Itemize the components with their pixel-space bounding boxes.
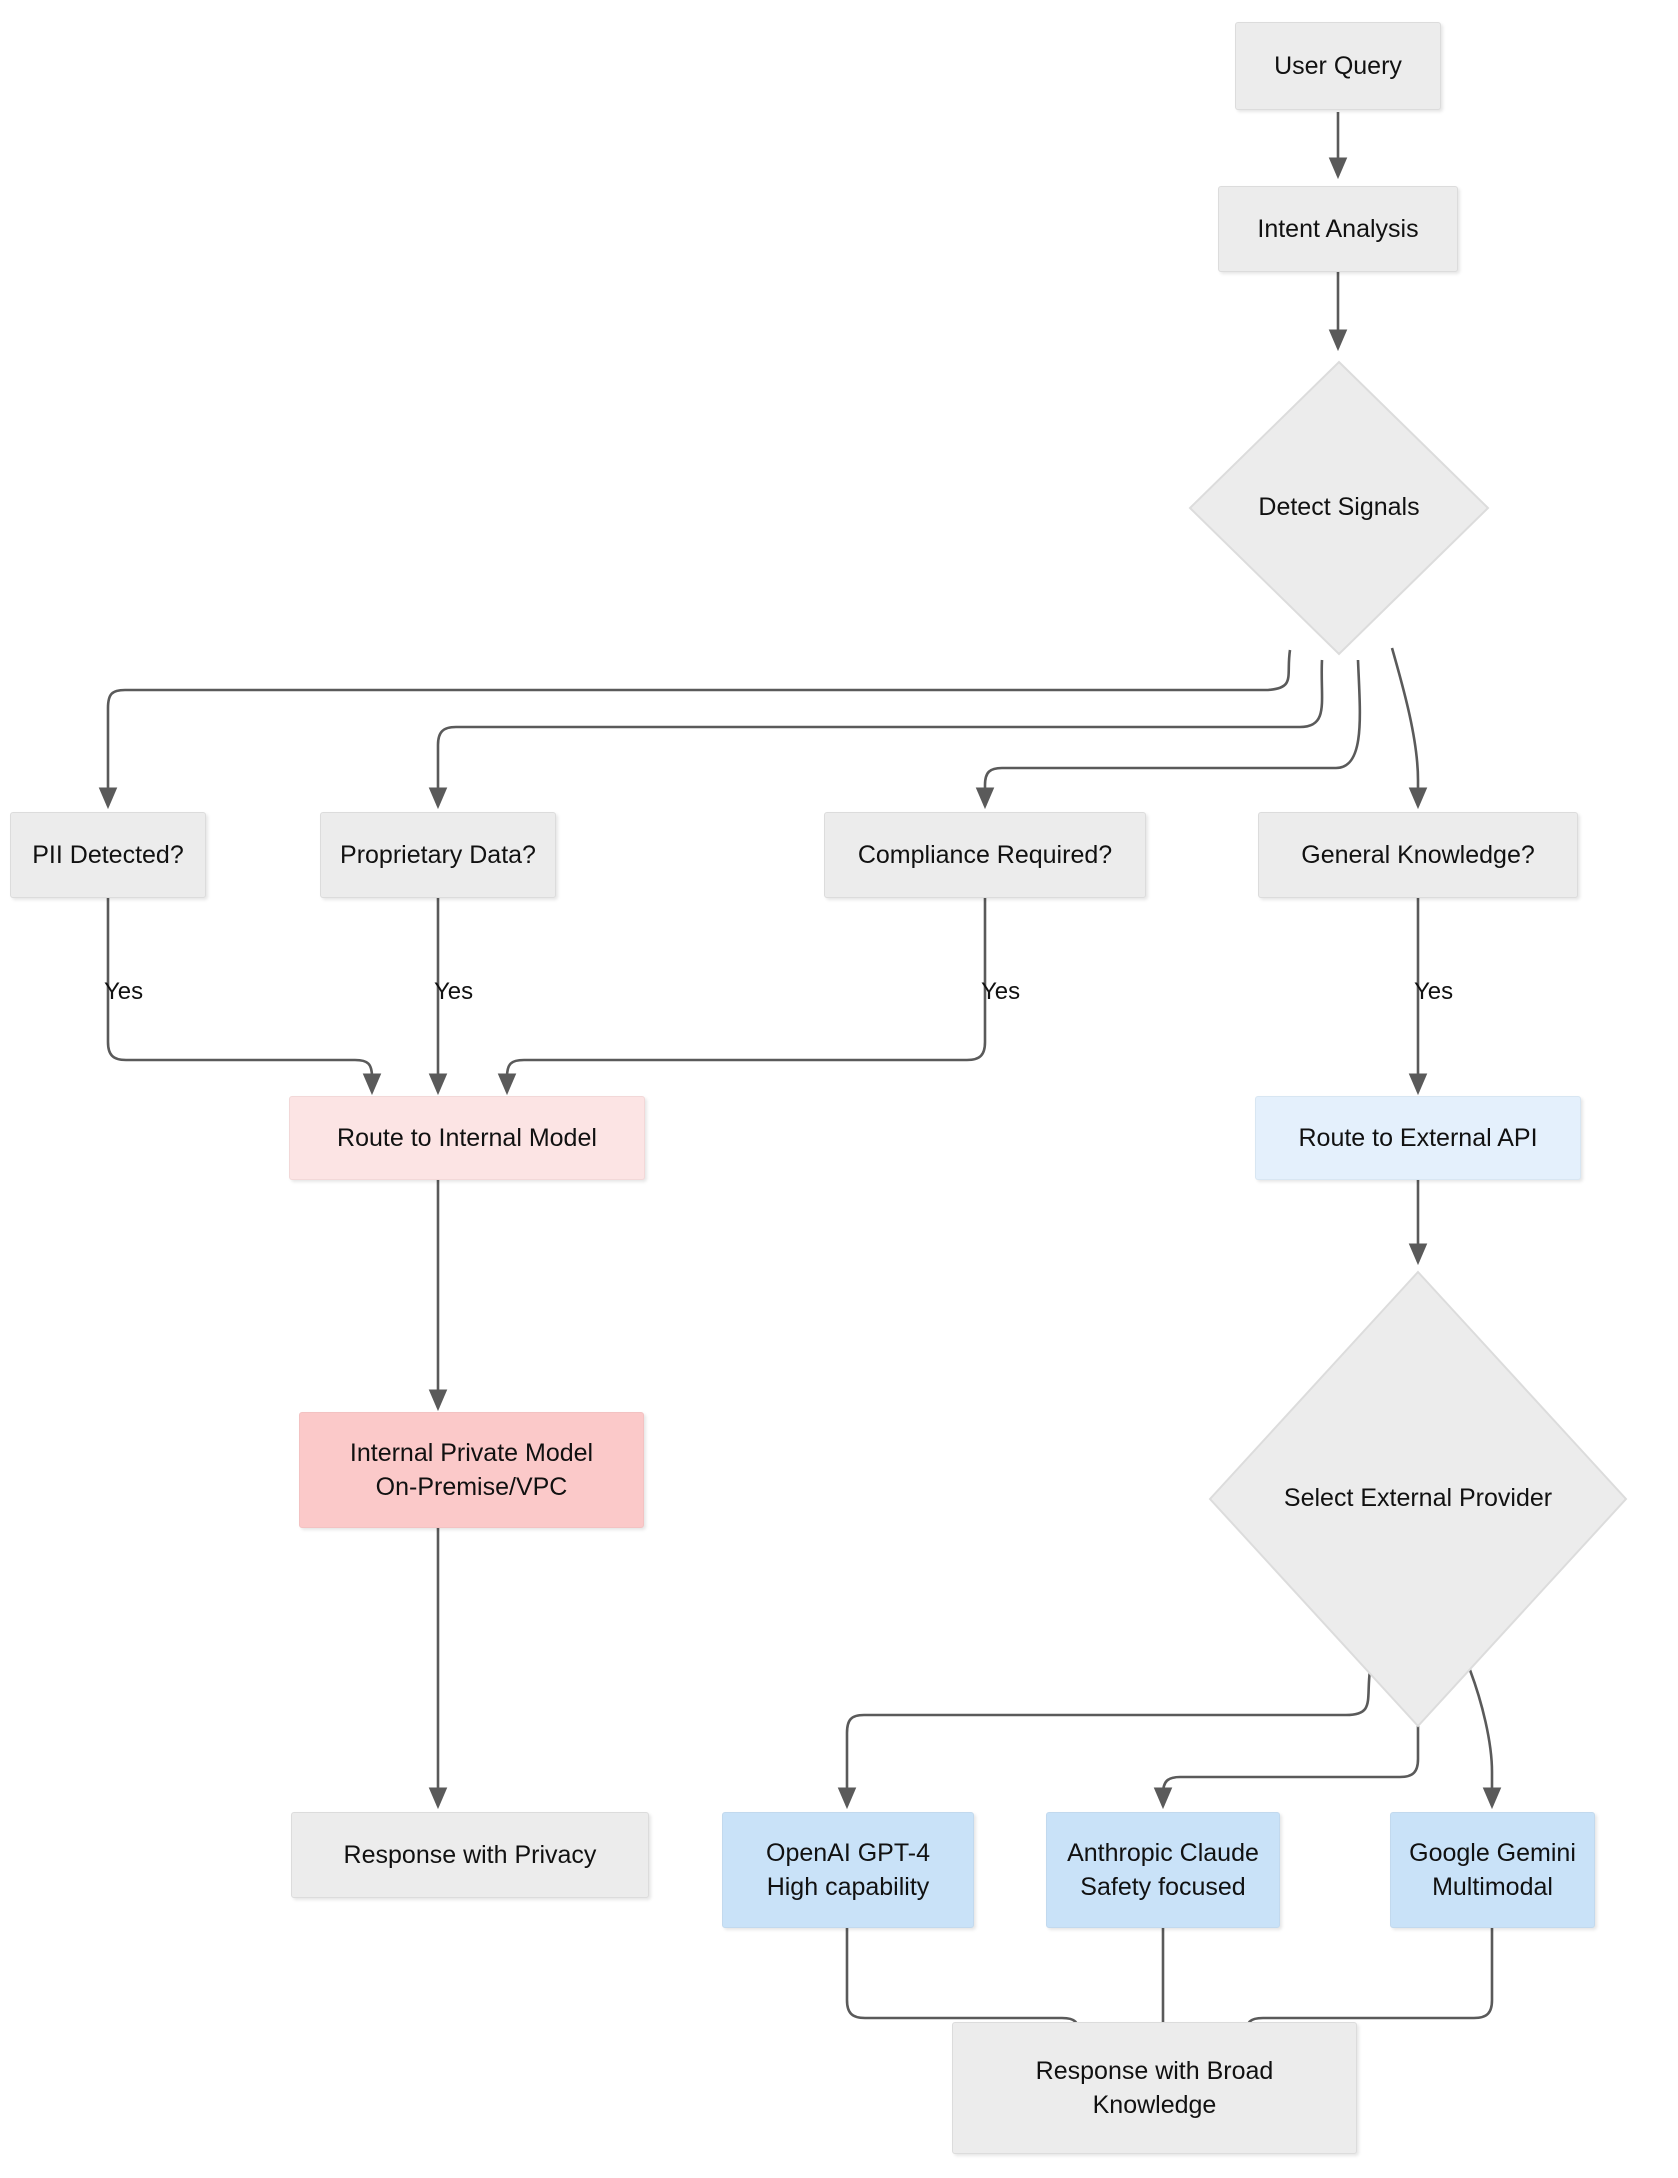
- edge-pii-route-internal: [106, 898, 382, 1096]
- node-internal-private-model[interactable]: Internal Private Model On-Premise/VPC: [299, 1412, 644, 1528]
- edge-label-proprietary-yes: Yes: [434, 978, 473, 1006]
- edge-label-pii-yes-text: Yes: [104, 978, 144, 1005]
- node-response-with-broad-knowledge[interactable]: Response with Broad Knowledge: [952, 2022, 1357, 2154]
- edge-select-anthropic: [1153, 1726, 1420, 1810]
- node-select-external-provider[interactable]: Select External Provider: [1208, 1270, 1628, 1728]
- edge-label-proprietary-yes-text: Yes: [434, 978, 474, 1005]
- node-route-to-internal-model[interactable]: Route to Internal Model: [289, 1096, 645, 1180]
- node-proprietary-data-label: Proprietary Data?: [340, 840, 536, 869]
- edge-label-general-yes: Yes: [1414, 978, 1453, 1006]
- node-detect-signals[interactable]: Detect Signals: [1188, 360, 1490, 656]
- node-intent-analysis-label: Intent Analysis: [1257, 214, 1419, 243]
- node-compliance-required-label: Compliance Required?: [857, 840, 1113, 869]
- edge-label-compliance-yes-text: Yes: [981, 978, 1021, 1005]
- node-google-gemini-label: Google Gemini Multimodal: [1409, 1838, 1576, 1902]
- node-proprietary-data[interactable]: Proprietary Data?: [320, 812, 556, 898]
- node-route-to-external-api-label: Route to External API: [1298, 1123, 1538, 1152]
- node-internal-private-model-label: Internal Private Model On-Premise/VPC: [349, 1438, 594, 1502]
- node-detect-signals-label: Detect Signals: [1258, 493, 1420, 522]
- node-select-external-provider-label: Select External Provider: [1283, 1484, 1553, 1513]
- node-openai-gpt4[interactable]: OpenAI GPT-4 High capability: [722, 1812, 974, 1928]
- edge-label-pii-yes: Yes: [104, 978, 143, 1006]
- node-response-with-privacy-label: Response with Privacy: [343, 1840, 597, 1869]
- edge-detect-general: [1390, 647, 1428, 810]
- edge-detect-pii: [98, 649, 1292, 810]
- node-anthropic-claude-label: Anthropic Claude Safety focused: [1067, 1838, 1259, 1902]
- node-response-with-privacy[interactable]: Response with Privacy: [291, 1812, 649, 1898]
- node-pii-detected-label: PII Detected?: [32, 840, 184, 869]
- node-route-to-internal-model-label: Route to Internal Model: [337, 1123, 597, 1152]
- edge-label-compliance-yes: Yes: [981, 978, 1020, 1006]
- node-general-knowledge-label: General Knowledge?: [1301, 840, 1535, 869]
- edge-detect-proprietary: [428, 659, 1324, 810]
- node-general-knowledge[interactable]: General Knowledge?: [1258, 812, 1578, 898]
- node-user-query-label: User Query: [1274, 51, 1402, 80]
- diamond-shape-detect-signals: [1188, 360, 1490, 656]
- node-compliance-required[interactable]: Compliance Required?: [824, 812, 1146, 898]
- edge-detect-compliance: [975, 659, 1362, 810]
- node-google-gemini[interactable]: Google Gemini Multimodal: [1390, 1812, 1595, 1928]
- edge-compliance-route-internal: [497, 898, 987, 1096]
- node-pii-detected[interactable]: PII Detected?: [10, 812, 206, 898]
- node-response-with-broad-knowledge-label: Response with Broad Knowledge: [1035, 2056, 1274, 2120]
- node-user-query[interactable]: User Query: [1235, 22, 1441, 110]
- diamond-shape-select-external-provider: [1208, 1270, 1628, 1728]
- node-route-to-external-api[interactable]: Route to External API: [1255, 1096, 1581, 1180]
- edge-label-general-yes-text: Yes: [1414, 978, 1454, 1005]
- node-intent-analysis[interactable]: Intent Analysis: [1218, 186, 1458, 272]
- node-anthropic-claude[interactable]: Anthropic Claude Safety focused: [1046, 1812, 1280, 1928]
- node-openai-gpt4-label: OpenAI GPT-4 High capability: [766, 1838, 930, 1902]
